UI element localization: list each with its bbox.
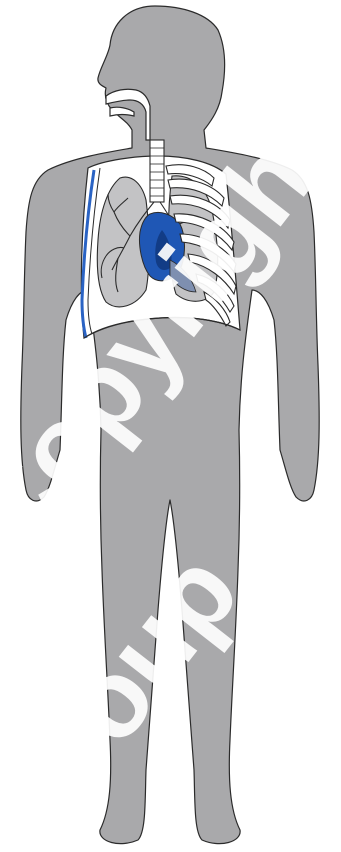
trachea bbox=[150, 140, 164, 202]
